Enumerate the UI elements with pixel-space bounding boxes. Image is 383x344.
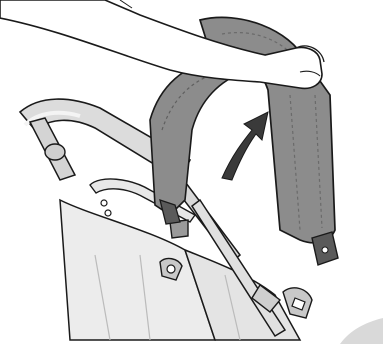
corner-accent [340, 318, 383, 344]
curved-arrow-icon [222, 112, 268, 180]
